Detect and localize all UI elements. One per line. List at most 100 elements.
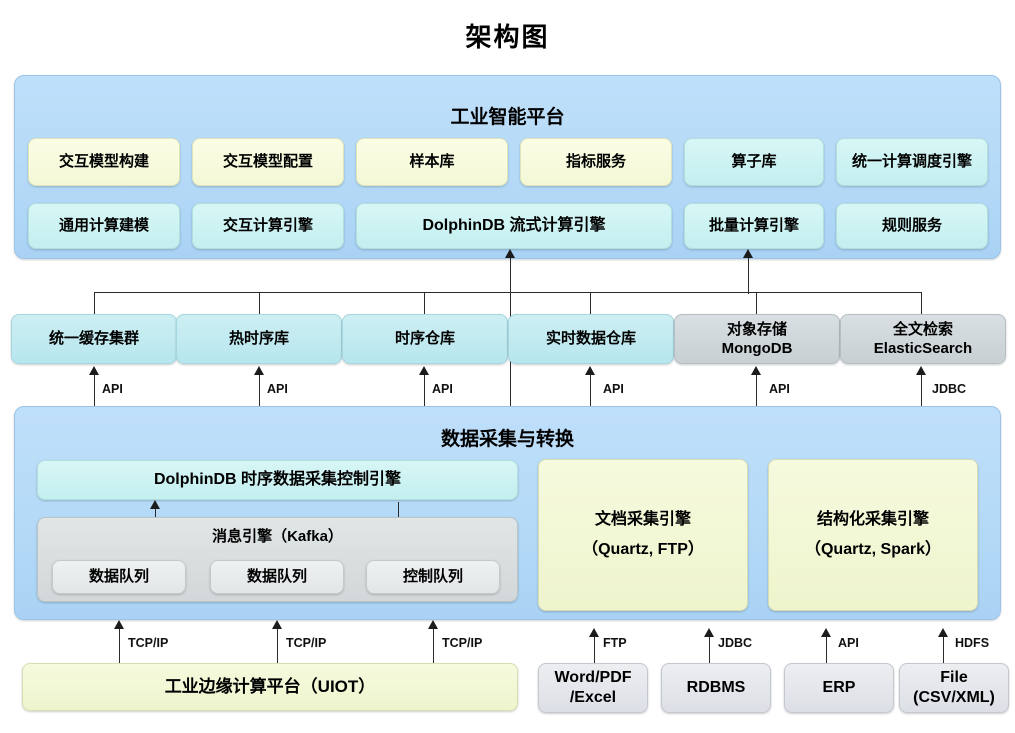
storage-fulltext-search-elasticsearch[interactable]: 全文检索 ElasticSearch xyxy=(840,314,1006,364)
storage-bus-line xyxy=(94,292,922,293)
node-label: 算子库 xyxy=(731,153,777,171)
storage-feed-arrow-1 xyxy=(89,366,99,375)
storage-timeseries-warehouse[interactable]: 时序仓库 xyxy=(342,314,508,364)
industrial-edge-computing-platform-uiot[interactable]: 工业边缘计算平台（UIOT） xyxy=(22,663,518,711)
storage-feed-line-4 xyxy=(590,375,591,406)
node-label-line2: (CSV/XML) xyxy=(913,689,995,706)
platform-title: 工业智能平台 xyxy=(450,107,565,128)
source-feed-line-1 xyxy=(594,637,595,663)
edge-label-api-4: API xyxy=(603,382,624,396)
platform-module-interactive-model-config[interactable]: 交互模型配置 xyxy=(192,138,344,186)
node-label: DolphinDB 时序数据采集控制引擎 xyxy=(153,470,402,488)
platform-module-metric-service[interactable]: 指标服务 xyxy=(520,138,672,186)
edge-feed-arrow-1 xyxy=(114,620,124,629)
collection-title: 数据采集与转换 xyxy=(440,429,574,450)
storage-feed-line-5 xyxy=(756,375,757,406)
storage-feed-arrow-2 xyxy=(254,366,264,375)
node-label-line1: 结构化采集引擎 xyxy=(816,510,929,528)
platform-module-dolphindb-stream-engine[interactable]: DolphinDB 流式计算引擎 xyxy=(356,203,672,249)
node-label: 时序仓库 xyxy=(394,330,455,348)
edge-label-ftp: FTP xyxy=(603,636,627,650)
node-label: 规则服务 xyxy=(881,217,942,235)
node-label: 交互模型构建 xyxy=(58,153,149,171)
storage-hot-timeseries-db[interactable]: 热时序库 xyxy=(176,314,342,364)
bus-stub-3 xyxy=(424,292,425,314)
node-label: 数据队列 xyxy=(246,568,307,586)
platform-module-rule-service[interactable]: 规则服务 xyxy=(836,203,988,249)
control-to-kafka-line xyxy=(398,502,399,526)
page-title: 架构图 xyxy=(465,22,550,52)
edge-feed-line-1 xyxy=(119,628,120,663)
source-rdbms[interactable]: RDBMS xyxy=(661,663,771,713)
source-file-csv-xml[interactable]: File (CSV/XML) xyxy=(899,663,1009,713)
bus-stub-1 xyxy=(94,292,95,314)
bus-stub-6 xyxy=(921,292,922,314)
node-label-line1: 全文检索 xyxy=(892,320,953,338)
edge-label-api-2: API xyxy=(267,382,288,396)
platform-module-interactive-model-build[interactable]: 交互模型构建 xyxy=(28,138,180,186)
source-feed-arrow-4 xyxy=(938,628,948,637)
node-label: 热时序库 xyxy=(228,330,289,348)
platform-module-interactive-compute-engine[interactable]: 交互计算引擎 xyxy=(192,203,344,249)
edge-label-api-5: API xyxy=(769,382,790,396)
edge-feed-arrow-3 xyxy=(428,620,438,629)
edge-label-api-1: API xyxy=(102,382,123,396)
node-label: 指标服务 xyxy=(565,153,626,171)
node-label-line1: File xyxy=(940,668,968,686)
dolphindb-timeseries-collection-control-engine[interactable]: DolphinDB 时序数据采集控制引擎 xyxy=(37,460,518,500)
node-label: 数据队列 xyxy=(88,568,149,586)
source-feed-line-2 xyxy=(709,637,710,663)
node-label-line2: ElasticSearch xyxy=(873,340,973,357)
node-label-line1: Word/PDF xyxy=(554,668,632,686)
kafka-queue-control[interactable]: 控制队列 xyxy=(366,560,500,594)
edge-label-jdbc-2: JDBC xyxy=(718,636,753,650)
node-label-line2: （Quartz, FTP） xyxy=(582,541,704,558)
storage-feed-line-3 xyxy=(424,375,425,406)
kafka-queue-data-1[interactable]: 数据队列 xyxy=(52,560,186,594)
platform-module-operator-library[interactable]: 算子库 xyxy=(684,138,824,186)
edge-feed-arrow-2 xyxy=(272,620,282,629)
node-label-line1: 文档采集引擎 xyxy=(594,510,691,528)
node-label: DolphinDB 流式计算引擎 xyxy=(422,216,606,234)
platform-module-general-compute-modeling[interactable]: 通用计算建模 xyxy=(28,203,180,249)
bus-stub-5 xyxy=(756,292,757,314)
batch-engine-feed-arrow xyxy=(743,249,753,258)
node-label: 工业边缘计算平台（UIOT） xyxy=(164,677,376,697)
node-label: 交互计算引擎 xyxy=(222,217,313,235)
edge-label-hdfs: HDFS xyxy=(955,636,990,650)
storage-feed-arrow-6 xyxy=(916,366,926,375)
source-word-pdf-excel[interactable]: Word/PDF /Excel xyxy=(538,663,648,713)
edge-feed-line-2 xyxy=(277,628,278,663)
document-collection-engine[interactable]: 文档采集引擎 （Quartz, FTP） xyxy=(538,459,748,611)
kafka-queue-data-2[interactable]: 数据队列 xyxy=(210,560,344,594)
platform-module-unified-compute-scheduler[interactable]: 统一计算调度引擎 xyxy=(836,138,988,186)
stream-engine-feed-arrow xyxy=(505,249,515,258)
storage-unified-cache-cluster[interactable]: 统一缓存集群 xyxy=(11,314,177,364)
edge-label-tcpip-3: TCP/IP xyxy=(442,636,483,650)
node-label: 批量计算引擎 xyxy=(708,217,799,235)
storage-object-storage-mongodb[interactable]: 对象存储 MongoDB xyxy=(674,314,840,364)
edge-feed-line-3 xyxy=(433,628,434,663)
source-feed-arrow-1 xyxy=(589,628,599,637)
storage-feed-line-2 xyxy=(259,375,260,406)
node-label: 统一计算调度引擎 xyxy=(851,153,972,171)
source-erp[interactable]: ERP xyxy=(784,663,894,713)
node-label: 样本库 xyxy=(409,153,455,171)
structured-collection-engine[interactable]: 结构化采集引擎 （Quartz, Spark） xyxy=(768,459,978,611)
node-label-line1: 对象存储 xyxy=(726,320,787,338)
storage-feed-arrow-4 xyxy=(585,366,595,375)
edge-label-tcpip-1: TCP/IP xyxy=(128,636,169,650)
storage-realtime-data-warehouse[interactable]: 实时数据仓库 xyxy=(508,314,674,364)
platform-module-batch-compute-engine[interactable]: 批量计算引擎 xyxy=(684,203,824,249)
source-feed-line-4 xyxy=(943,637,944,663)
storage-feed-arrow-5 xyxy=(751,366,761,375)
platform-module-sample-library[interactable]: 样本库 xyxy=(356,138,508,186)
source-feed-arrow-2 xyxy=(704,628,714,637)
node-label: 实时数据仓库 xyxy=(545,330,636,348)
edge-label-api-3: API xyxy=(432,382,453,396)
bus-stub-2 xyxy=(259,292,260,314)
source-feed-arrow-3 xyxy=(821,628,831,637)
edge-label-api-6: API xyxy=(838,636,859,650)
node-label: RDBMS xyxy=(686,678,746,696)
